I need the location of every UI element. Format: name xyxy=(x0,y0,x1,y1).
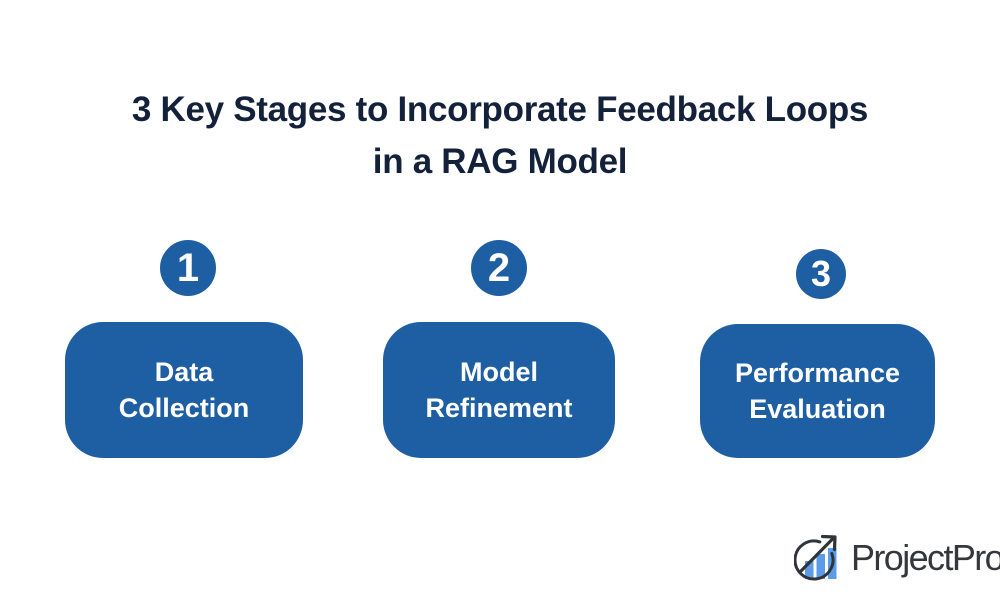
growth-chart-arrow-icon xyxy=(794,534,837,581)
stage-box-data-collection: Data Collection xyxy=(65,322,303,458)
page-title-line-2: in a RAG Model xyxy=(372,142,628,181)
stage-1-number: 1 xyxy=(176,245,200,290)
brand-name: ProjectPro xyxy=(851,537,1000,578)
stage-3-number: 3 xyxy=(810,253,832,294)
stage-2-label: Model Refinement xyxy=(425,357,573,423)
stage-1-number-badge: 1 xyxy=(160,240,216,296)
stage-3-number-badge: 3 xyxy=(796,249,846,299)
stage-1-label: Data Collection xyxy=(118,357,250,423)
stage-box-model-refinement: Model Refinement xyxy=(383,322,615,458)
brand-logo: ProjectPro xyxy=(794,528,1000,584)
page-title: 3 Key Stages to Incorporate Feedback Loo… xyxy=(0,84,1000,188)
stage-box-performance-evaluation: Performance Evaluation xyxy=(700,324,935,458)
stage-3-label: Performance Evaluation xyxy=(734,358,901,424)
stage-2-number: 2 xyxy=(487,245,511,290)
stage-2-number-badge: 2 xyxy=(471,240,527,296)
page-title-line-1: 3 Key Stages to Incorporate Feedback Loo… xyxy=(131,90,869,129)
